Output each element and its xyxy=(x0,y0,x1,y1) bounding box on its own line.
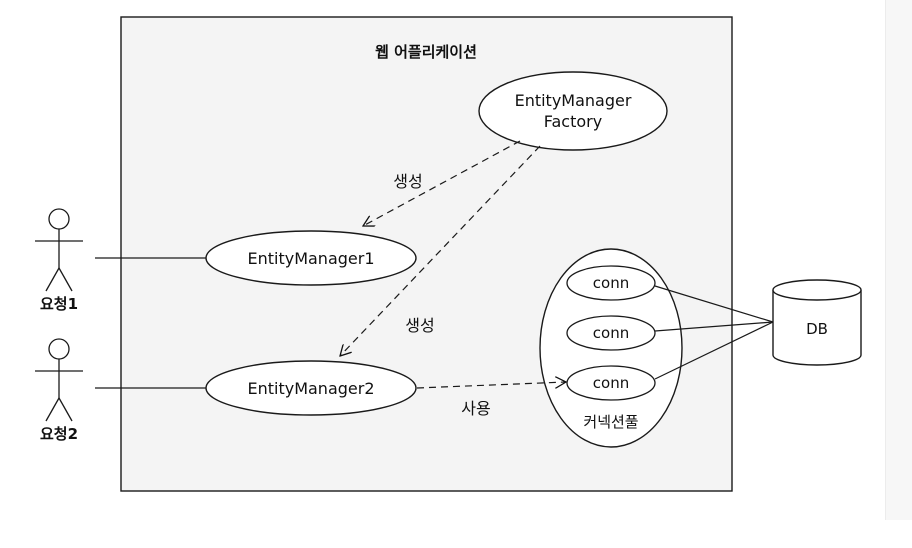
entity-manager-1-label: EntityManager1 xyxy=(247,249,374,268)
actor-request-1 xyxy=(35,208,83,292)
connection-pool-label: 커넥션풀 xyxy=(583,413,638,431)
entity-manager-2: EntityManager2 xyxy=(205,360,417,416)
use-label: 사용 xyxy=(461,399,490,418)
conn-1-db-line xyxy=(654,285,774,323)
actor-request-1-label: 요청1 xyxy=(40,295,78,313)
conn-1: conn xyxy=(566,265,656,301)
database-cylinder xyxy=(772,279,862,366)
right-margin-strip xyxy=(885,0,912,520)
conn-2-label: conn xyxy=(593,324,629,342)
database-label: DB xyxy=(806,320,828,338)
actor-request-2-label: 요청2 xyxy=(40,425,78,443)
create-label-2: 생성 xyxy=(405,316,434,335)
entity-manager-1: EntityManager1 xyxy=(205,230,417,286)
use-arrow xyxy=(416,382,566,389)
factory-label-line2: Factory xyxy=(544,112,602,131)
actor-request-2 xyxy=(35,338,83,422)
conn-2-db-line xyxy=(654,321,774,332)
conn-2: conn xyxy=(566,315,656,351)
create-label-1: 생성 xyxy=(393,172,422,191)
entity-manager-factory: EntityManager Factory xyxy=(478,71,668,151)
conn-3-label: conn xyxy=(593,374,629,392)
create-arrow-2 xyxy=(340,145,541,356)
conn-1-label: conn xyxy=(593,274,629,292)
entity-manager-2-label: EntityManager2 xyxy=(247,379,374,398)
create-arrow-1 xyxy=(363,140,521,226)
factory-label-line1: EntityManager xyxy=(515,91,632,110)
web-application-title: 웹 어플리케이션 xyxy=(375,43,477,61)
conn-3: conn xyxy=(566,365,656,401)
conn-3-db-line xyxy=(654,321,774,380)
